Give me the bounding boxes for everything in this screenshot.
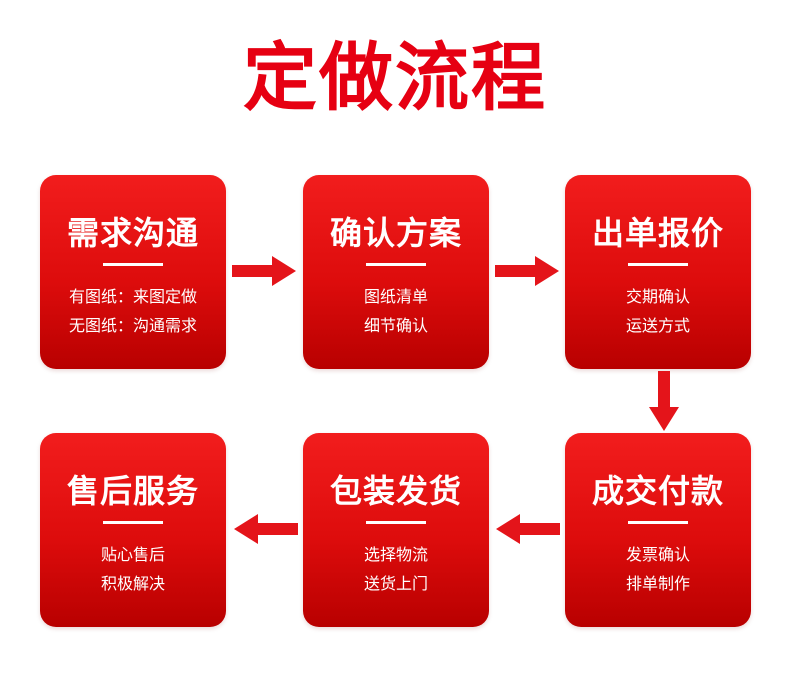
- step-detail: 细节确认: [363, 316, 428, 335]
- step-detail: 发票确认: [625, 545, 690, 564]
- step-detail: 无图纸：沟通需求: [68, 316, 197, 335]
- step-detail: 排单制作: [625, 574, 690, 593]
- step-card-packing-shipping: 包装发货 选择物流 送货上门: [303, 433, 489, 627]
- divider: [628, 521, 688, 524]
- step-title: 需求沟通: [66, 214, 199, 252]
- step-title: 包装发货: [329, 472, 462, 510]
- step-title: 售后服务: [66, 472, 199, 510]
- arrow-right-icon: [232, 256, 296, 286]
- divider: [103, 263, 163, 266]
- step-card-confirm-plan: 确认方案 图纸清单 细节确认: [303, 175, 489, 369]
- step-detail: 交期确认: [625, 287, 690, 306]
- step-detail: 贴心售后: [100, 545, 165, 564]
- step-detail: 图纸清单: [363, 287, 428, 306]
- divider: [366, 263, 426, 266]
- step-title: 成交付款: [591, 472, 724, 510]
- arrow-right-icon: [495, 256, 559, 286]
- step-card-need-communication: 需求沟通 有图纸：来图定做 无图纸：沟通需求: [40, 175, 226, 369]
- step-card-after-sales: 售后服务 贴心售后 积极解决: [40, 433, 226, 627]
- arrow-down-icon: [649, 371, 679, 431]
- divider: [103, 521, 163, 524]
- step-detail: 运送方式: [625, 316, 690, 335]
- arrow-left-icon: [234, 514, 298, 544]
- step-detail: 积极解决: [100, 574, 165, 593]
- step-card-quotation: 出单报价 交期确认 运送方式: [565, 175, 751, 369]
- page-title: 定做流程: [243, 35, 547, 121]
- step-title: 确认方案: [329, 214, 462, 252]
- step-detail: 送货上门: [363, 574, 428, 593]
- step-title: 出单报价: [591, 214, 724, 252]
- step-card-deal-payment: 成交付款 发票确认 排单制作: [565, 433, 751, 627]
- step-detail: 选择物流: [363, 545, 428, 564]
- divider: [366, 521, 426, 524]
- divider: [628, 263, 688, 266]
- arrow-left-icon: [496, 514, 560, 544]
- step-detail: 有图纸：来图定做: [68, 287, 197, 306]
